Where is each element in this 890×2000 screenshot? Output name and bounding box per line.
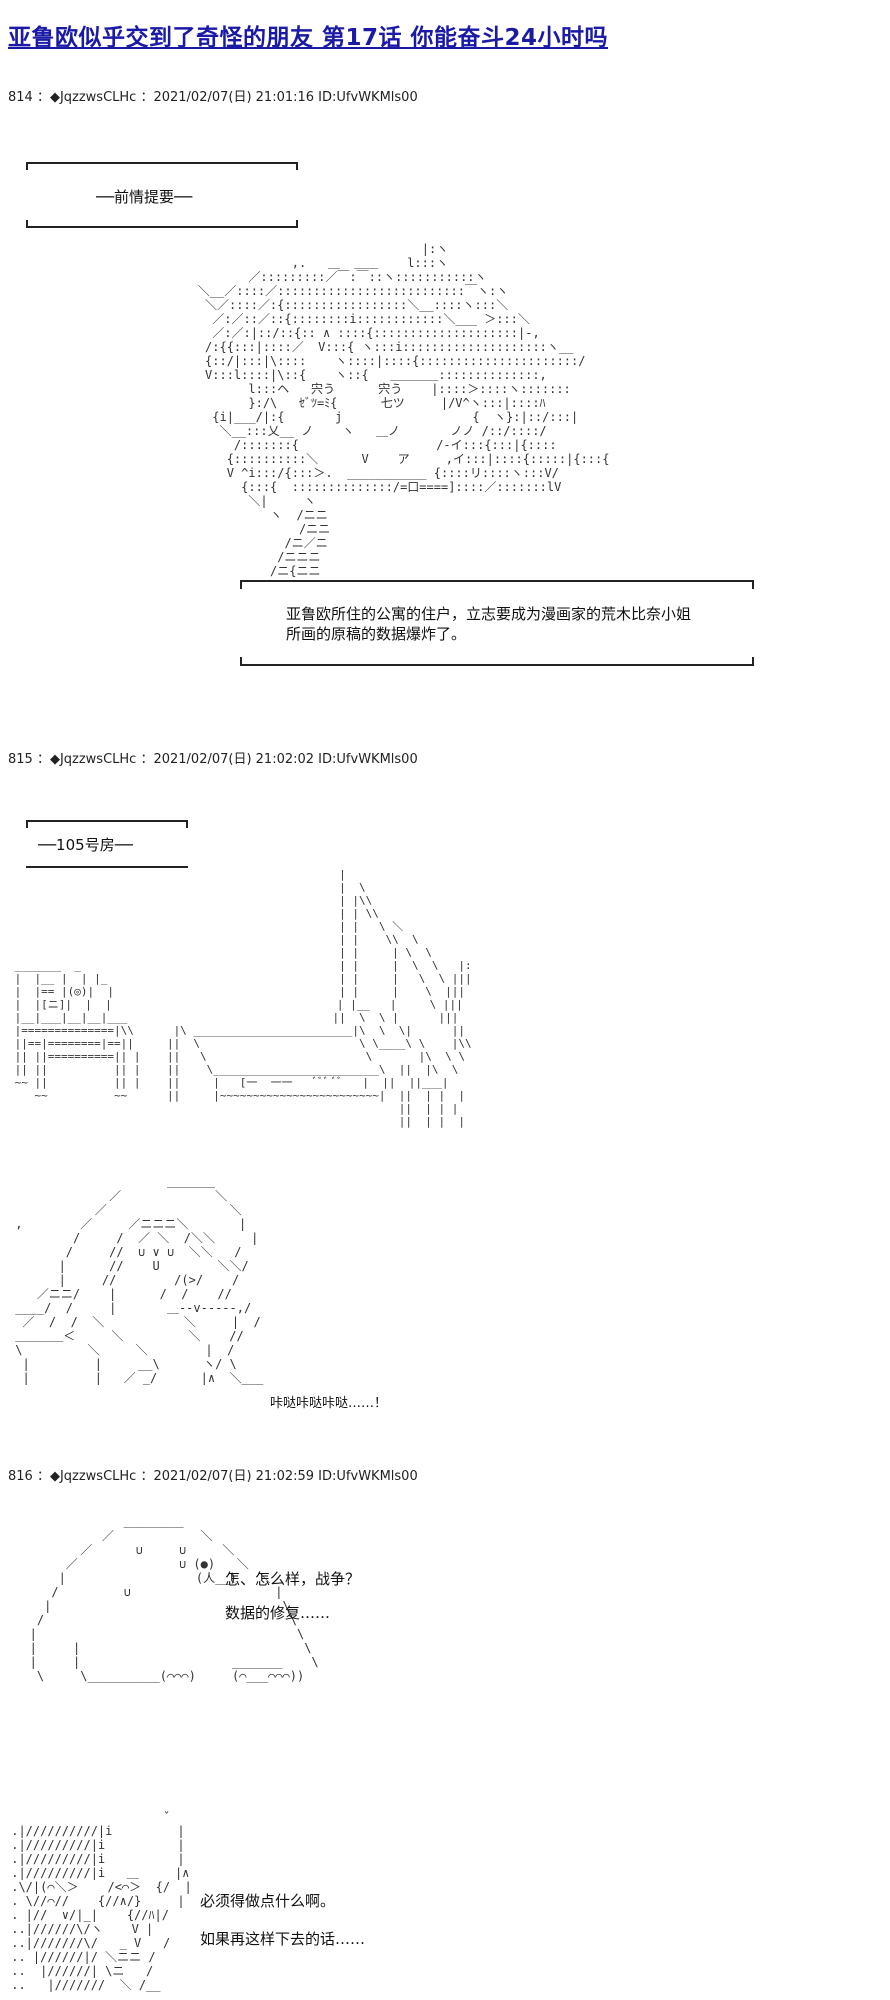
dialog-line-1: 怎、怎么样，战争？ (225, 1570, 361, 1588)
caption-box: 亚鲁欧所住的公寓的住户，立志要成为漫画家的荒木比奈小姐 所画的原稿的数据爆炸了。 (240, 578, 754, 668)
page-title[interactable]: 亚鲁欧似乎交到了奇怪的朋友 第17话 你能奋斗24小时吗 (8, 25, 609, 51)
ascii-art-dark-figure: ˇ .|//////////|i | .|/////////|i | .|///… (11, 1810, 192, 1992)
caption-text: 亚鲁欧所住的公寓的住户，立志要成为漫画家的荒木比奈小姐 所画的原稿的数据爆炸了。 (286, 604, 691, 644)
dialog-line-2: 数据的修复…… (225, 1604, 331, 1622)
ascii-art-hina-face: |:ヽ ,. ＿ ＿＿ l:::ヽ ／:::::::::／￣:￣::ヽ:::::… (197, 242, 610, 578)
post-header-815: 815 ：◆JqzzwsCLHc ：2021/02/07(日) 21:02:02… (8, 752, 418, 767)
dialog-line-3: 必须得做点什么啊。 (200, 1892, 336, 1910)
sound-effect-typing: 咔哒咔哒咔哒……！ (270, 1396, 388, 1411)
room-label: ──105号房── (38, 836, 133, 854)
dialog-line-4: 如果再这样下去的话…… (200, 1930, 366, 1948)
ascii-art-room: | | \ | |\\ | | \\ (14, 868, 472, 1128)
post-header-814: 814 ：◆JqzzwsCLHc ：2021/02/07(日) 21:01:16… (8, 90, 418, 105)
ascii-art-creature: ＿＿＿＿＿ ／ ＼ ／ ∪ ∪ ＼ ／ ∪ (●) ＼ | (人__) ＼ / … (29, 1515, 319, 1683)
caption-line-1: 亚鲁欧所住的公寓的住户，立志要成为漫画家的荒木比奈小姐 (286, 605, 692, 623)
recap-label: ──前情提要── (96, 188, 193, 206)
recap-box: ──前情提要── (26, 160, 298, 230)
caption-line-2: 所画的原稿的数据爆炸了。 (286, 625, 467, 643)
room-box: ──105号房── (26, 820, 188, 868)
post-header-816: 816 ：◆JqzzwsCLHc ：2021/02/07(日) 21:02:59… (8, 1469, 418, 1484)
ascii-art-typing-figure: ＿＿＿＿ ／ ＼ ／ ＼ , ／ ／ニニニ＼ | / / ／ ＼ /＼＼ | /… (15, 1175, 264, 1385)
